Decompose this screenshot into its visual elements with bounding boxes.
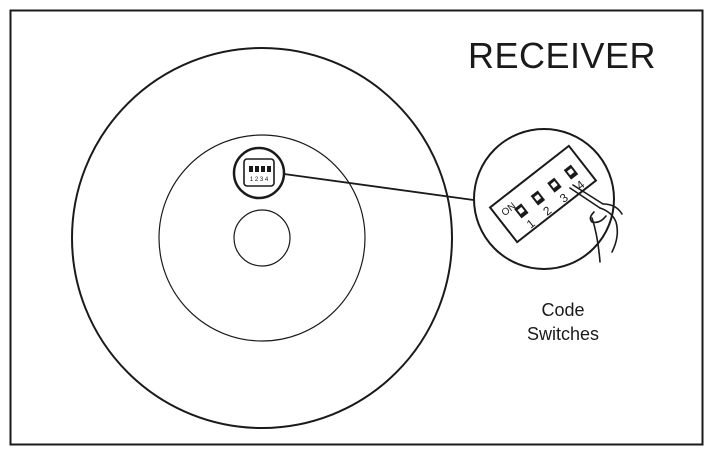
callout-label-line1: Code	[541, 300, 584, 320]
receiver-outer-ring	[71, 47, 453, 429]
callout-label-line2: Switches	[527, 324, 599, 344]
small-switch-numbers: 1 2 3 4	[250, 177, 269, 183]
dip-switch-body: ON 1 2 3 4	[488, 144, 598, 244]
small-switch-toggles	[249, 166, 271, 172]
diagram-title: RECEIVER	[468, 35, 656, 76]
hand-icon	[569, 184, 623, 263]
receiver-middle-ring	[158, 134, 366, 342]
receiver-center-ring	[233, 209, 291, 267]
magnified-switch-view: ON 1 2 3 4	[473, 128, 623, 270]
switch-housing: 1 2 3 4	[232, 146, 286, 200]
